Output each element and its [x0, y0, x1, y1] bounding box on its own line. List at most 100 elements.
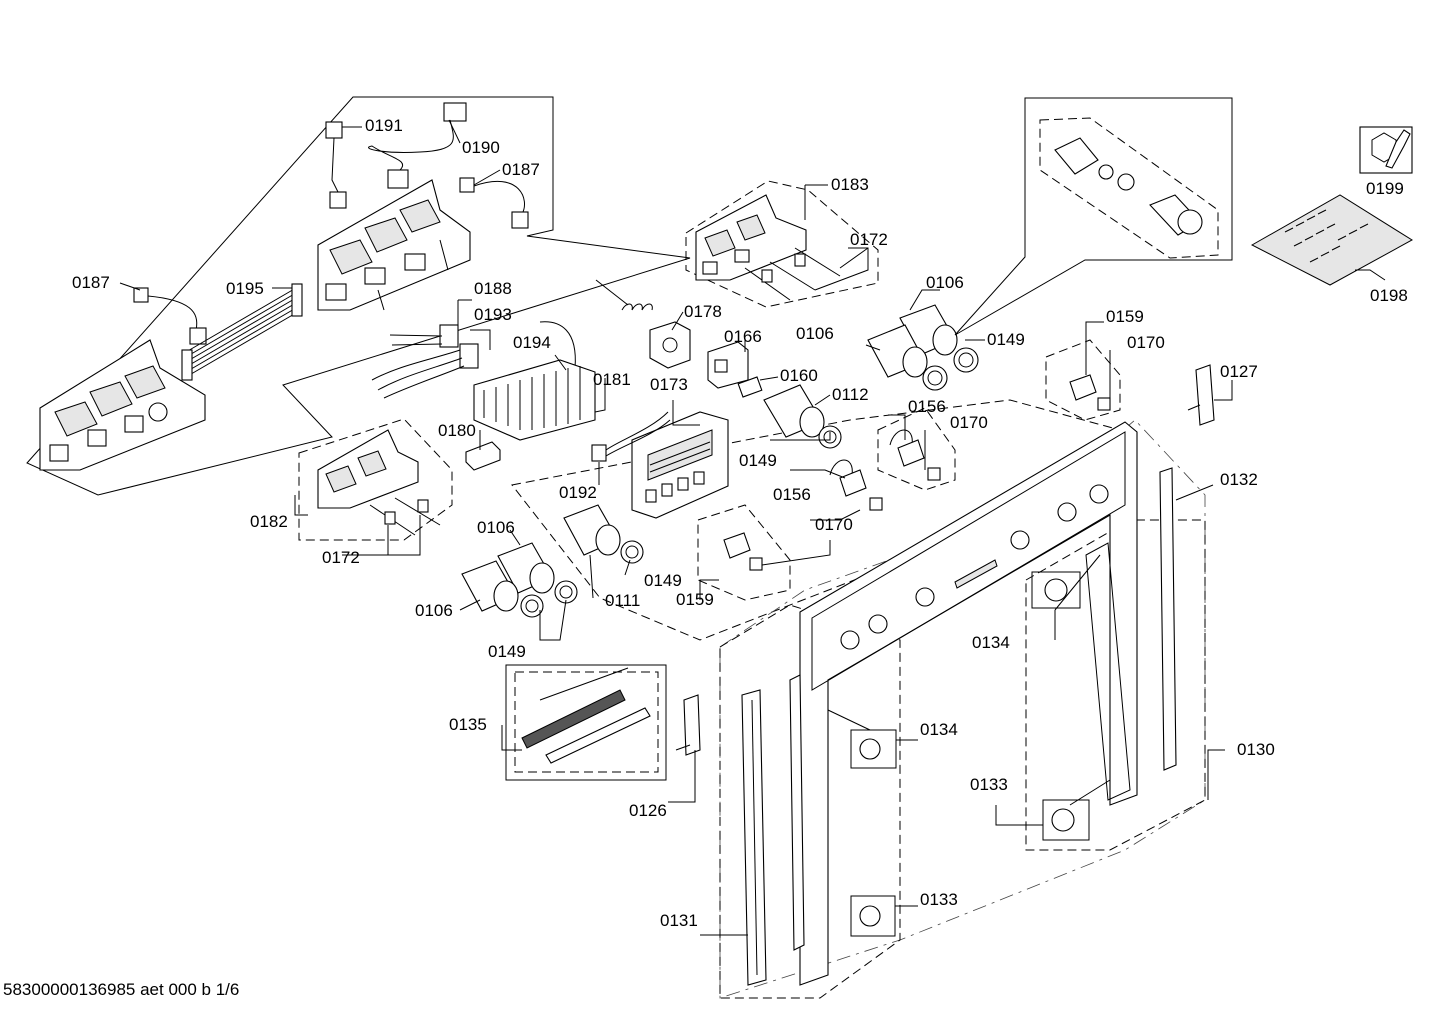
bracket-0127	[1187, 364, 1215, 426]
knob-detail-box	[954, 97, 1233, 336]
label-0159-b: 0159	[676, 590, 714, 609]
rotary-switch-0112	[763, 384, 842, 449]
label-0193: 0193	[474, 305, 512, 324]
label-0191: 0191	[365, 116, 403, 135]
label-0149-a: 0149	[987, 330, 1025, 349]
label-0194: 0194	[513, 333, 551, 352]
label-0187-top: 0187	[502, 160, 540, 179]
label-0172-upper: 0172	[850, 230, 888, 249]
drawing-reference-footer: 58300000136985 aet 000 b 1/6	[3, 980, 240, 999]
lamp-holder-0159-right	[1069, 374, 1111, 411]
switch-assembly-0182-outline	[298, 418, 453, 541]
label-0172-lower: 0172	[322, 548, 360, 567]
lamp-cover-0134-lower	[850, 729, 897, 769]
label-0135: 0135	[449, 715, 487, 734]
ring-0149-right	[922, 347, 979, 391]
label-0181: 0181	[593, 370, 631, 389]
label-0170-c: 0170	[815, 515, 853, 534]
ring-0149-left	[520, 580, 578, 618]
label-0106-c: 0106	[477, 518, 515, 537]
parts-0159-outline	[1045, 339, 1121, 421]
side-rail	[789, 674, 805, 951]
lamp-holder-0156-left	[829, 459, 883, 511]
bracket-0166	[707, 341, 749, 389]
lamp-cover-0134-upper	[1031, 571, 1081, 609]
label-0106-d: 0106	[415, 601, 453, 620]
screw-bag-0198	[1250, 194, 1413, 286]
terminal-block-0181	[473, 359, 596, 441]
ribbon-cable-0195	[181, 283, 303, 381]
label-0130: 0130	[1237, 740, 1275, 759]
label-0182: 0182	[250, 512, 288, 531]
label-0166: 0166	[724, 327, 762, 346]
label-0192: 0192	[559, 483, 597, 502]
rotary-switch-0106-left-lower	[461, 560, 519, 612]
harness-cable-0187-left	[133, 287, 207, 345]
harness-cable-0190	[368, 102, 467, 189]
label-0160: 0160	[780, 366, 818, 385]
label-0156-a: 0156	[908, 397, 946, 416]
label-0112: 0112	[832, 385, 869, 404]
label-0111: 0111	[605, 591, 640, 610]
bracket-0126	[675, 694, 701, 756]
label-0131: 0131	[660, 911, 698, 930]
harness-cable-0187-top	[459, 177, 529, 229]
leader-lines	[119, 119, 1386, 936]
part-labels: 0191 0190 0187 0187 0195 0188 0193 0194 …	[72, 116, 1408, 930]
rotary-switch-0111	[563, 504, 644, 564]
label-0170-b: 0170	[950, 413, 988, 432]
control-module-0173	[631, 411, 729, 519]
parts-0156-outline	[877, 407, 956, 491]
parts-0159b-outline	[697, 504, 791, 601]
clip-0180	[465, 441, 501, 471]
label-0188: 0188	[474, 279, 512, 298]
label-0173: 0173	[650, 375, 688, 394]
label-0190: 0190	[462, 138, 500, 157]
wire-set-0188	[389, 324, 459, 348]
label-0178: 0178	[684, 302, 722, 321]
label-0106-b: 0106	[796, 324, 834, 343]
lower-frame-outline	[719, 604, 901, 999]
label-0132: 0132	[1220, 470, 1258, 489]
label-0149-c: 0149	[644, 571, 682, 590]
label-0199: 0199	[1366, 179, 1404, 198]
tool-icon-0199	[1359, 126, 1413, 174]
control-panel-outline	[511, 399, 1121, 641]
label-0126: 0126	[629, 801, 667, 820]
label-0134-b: 0134	[920, 720, 958, 739]
trim-strip-0131	[741, 689, 767, 986]
label-0159-a: 0159	[1106, 307, 1144, 326]
label-0187-left: 0187	[72, 273, 110, 292]
label-0149-d: 0149	[488, 642, 526, 661]
connector-0192	[591, 411, 671, 462]
lamp-cover-0133-upper	[1042, 799, 1090, 841]
front-frame	[799, 421, 1138, 986]
label-0127: 0127	[1220, 362, 1258, 381]
timer-0178	[595, 279, 691, 369]
label-0183: 0183	[831, 175, 869, 194]
label-0134-a: 0134	[972, 633, 1010, 652]
label-0156-b: 0156	[773, 485, 811, 504]
lamp-holder-0156-right	[889, 429, 941, 481]
label-0195: 0195	[226, 279, 264, 298]
harness-detail-box	[26, 96, 691, 496]
label-0149-b: 0149	[739, 451, 777, 470]
label-0133-b: 0133	[920, 890, 958, 909]
switch-block-upper	[317, 179, 471, 311]
rotary-switch-0106-right-lower	[867, 324, 928, 378]
label-0170-a: 0170	[1127, 333, 1165, 352]
label-0106-a: 0106	[926, 273, 964, 292]
display-0135-box	[505, 664, 667, 781]
harness-connector-0191	[325, 121, 347, 209]
label-0180: 0180	[438, 421, 476, 440]
inner-frame	[1085, 542, 1131, 801]
label-0133-a: 0133	[970, 775, 1008, 794]
label-0198: 0198	[1370, 286, 1408, 305]
switch-assembly-0183	[695, 194, 841, 301]
fuse-0160	[737, 376, 763, 398]
lamp-cover-0133-lower	[850, 895, 896, 937]
rotary-switch-0106-left-upper	[497, 542, 555, 594]
wire-set-0193	[371, 343, 479, 399]
switch-block-lower	[39, 339, 206, 471]
